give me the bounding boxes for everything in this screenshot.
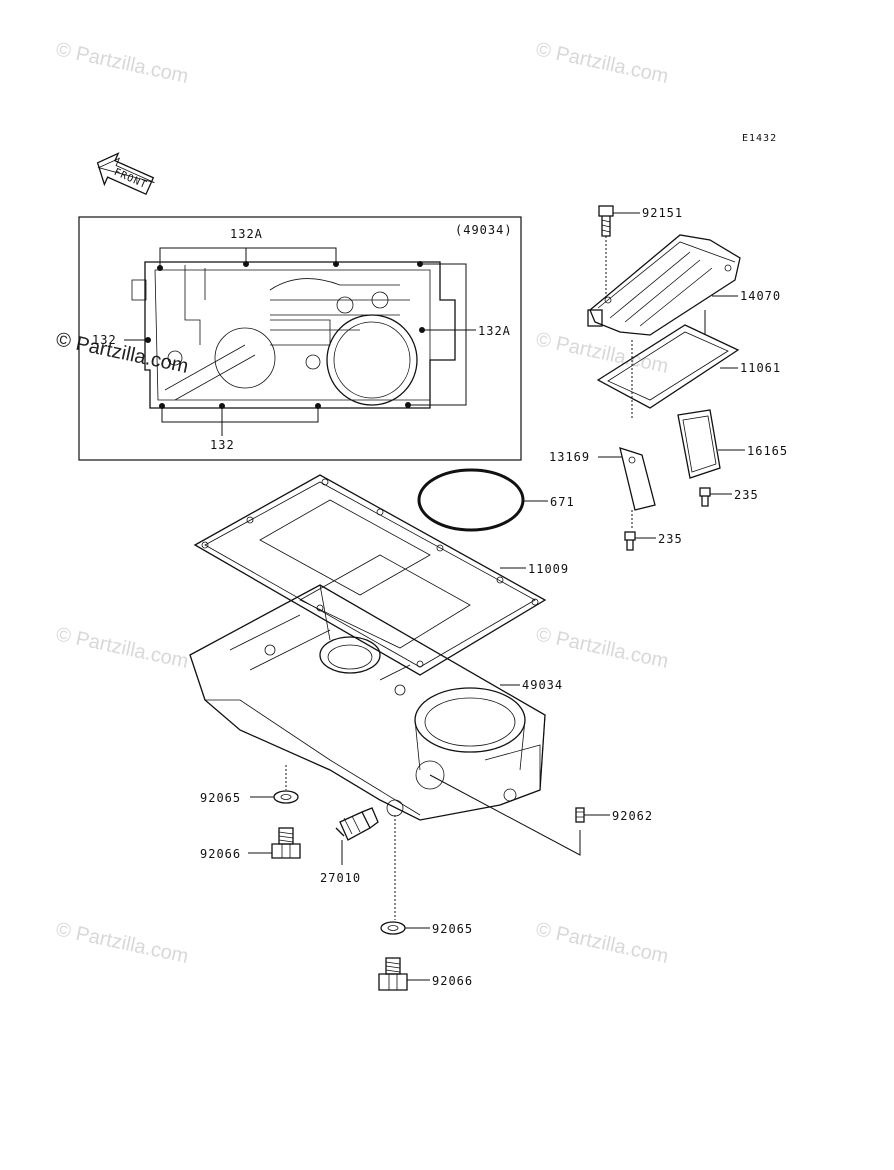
gasket-11061 — [596, 324, 740, 409]
oil-pan-bottom-view — [131, 261, 456, 409]
switch-27010 — [335, 807, 379, 841]
watermark-bottom-right: © Partzilla.com — [534, 918, 670, 968]
plug-92066-b — [378, 957, 408, 991]
watermark-lower-left: © Partzilla.com — [54, 623, 190, 673]
filter-16165 — [677, 409, 721, 479]
gasket-11009 — [193, 474, 547, 676]
o-ring-671 — [417, 468, 525, 532]
watermark-lower-right: © Partzilla.com — [534, 623, 670, 673]
label-11061: 11061 — [740, 361, 781, 375]
label-16165: 16165 — [747, 444, 788, 458]
label-235-b: 235 — [658, 532, 683, 546]
label-27010: 27010 — [320, 871, 361, 885]
plate-13169 — [619, 447, 656, 511]
watermark-top-left: © Partzilla.com — [54, 38, 190, 88]
label-235-a: 235 — [734, 488, 759, 502]
screw-235-b — [624, 531, 636, 551]
breather-cover-group: 92151 14070 11061 13169 — [549, 205, 788, 551]
label-92065-a: 92065 — [200, 791, 241, 805]
dowel-92062 — [575, 807, 585, 823]
label-92066-b: 92066 — [432, 974, 473, 988]
inset-bolts — [145, 261, 425, 409]
cover-14070 — [587, 234, 741, 336]
watermark-mid-right: © Partzilla.com — [534, 328, 670, 378]
label-132A-top: 132A — [230, 227, 263, 241]
inset-title: (49034) — [455, 223, 513, 237]
label-132-left: 132 — [92, 333, 117, 347]
label-132-bottom: 132 — [210, 438, 235, 452]
inset-box: (49034) — [78, 216, 522, 461]
label-14070: 14070 — [740, 289, 781, 303]
label-49034: 49034 — [522, 678, 563, 692]
label-671: 671 — [550, 495, 575, 509]
label-13169: 13169 — [549, 450, 590, 464]
label-92065-b: 92065 — [432, 922, 473, 936]
label-92066-a: 92066 — [200, 847, 241, 861]
washer-92065-a — [273, 790, 299, 804]
screw-235-a — [699, 487, 711, 507]
front-arrow-icon: FRONT — [96, 152, 155, 196]
plug-92066-a — [271, 827, 301, 859]
oil-pan-49034 — [189, 584, 546, 821]
washer-92065-b — [380, 921, 406, 935]
watermark-top-right: © Partzilla.com — [534, 38, 670, 88]
label-11009: 11009 — [528, 562, 569, 576]
label-92151: 92151 — [642, 206, 683, 220]
bolt-92151 — [598, 205, 614, 237]
label-132A-right: 132A — [478, 324, 511, 338]
diagram-code: E1432 — [742, 133, 777, 144]
watermark-bottom-left: © Partzilla.com — [54, 918, 190, 968]
watermarks: © Partzilla.com © Partzilla.com © Partzi… — [54, 38, 670, 968]
label-92062: 92062 — [612, 809, 653, 823]
